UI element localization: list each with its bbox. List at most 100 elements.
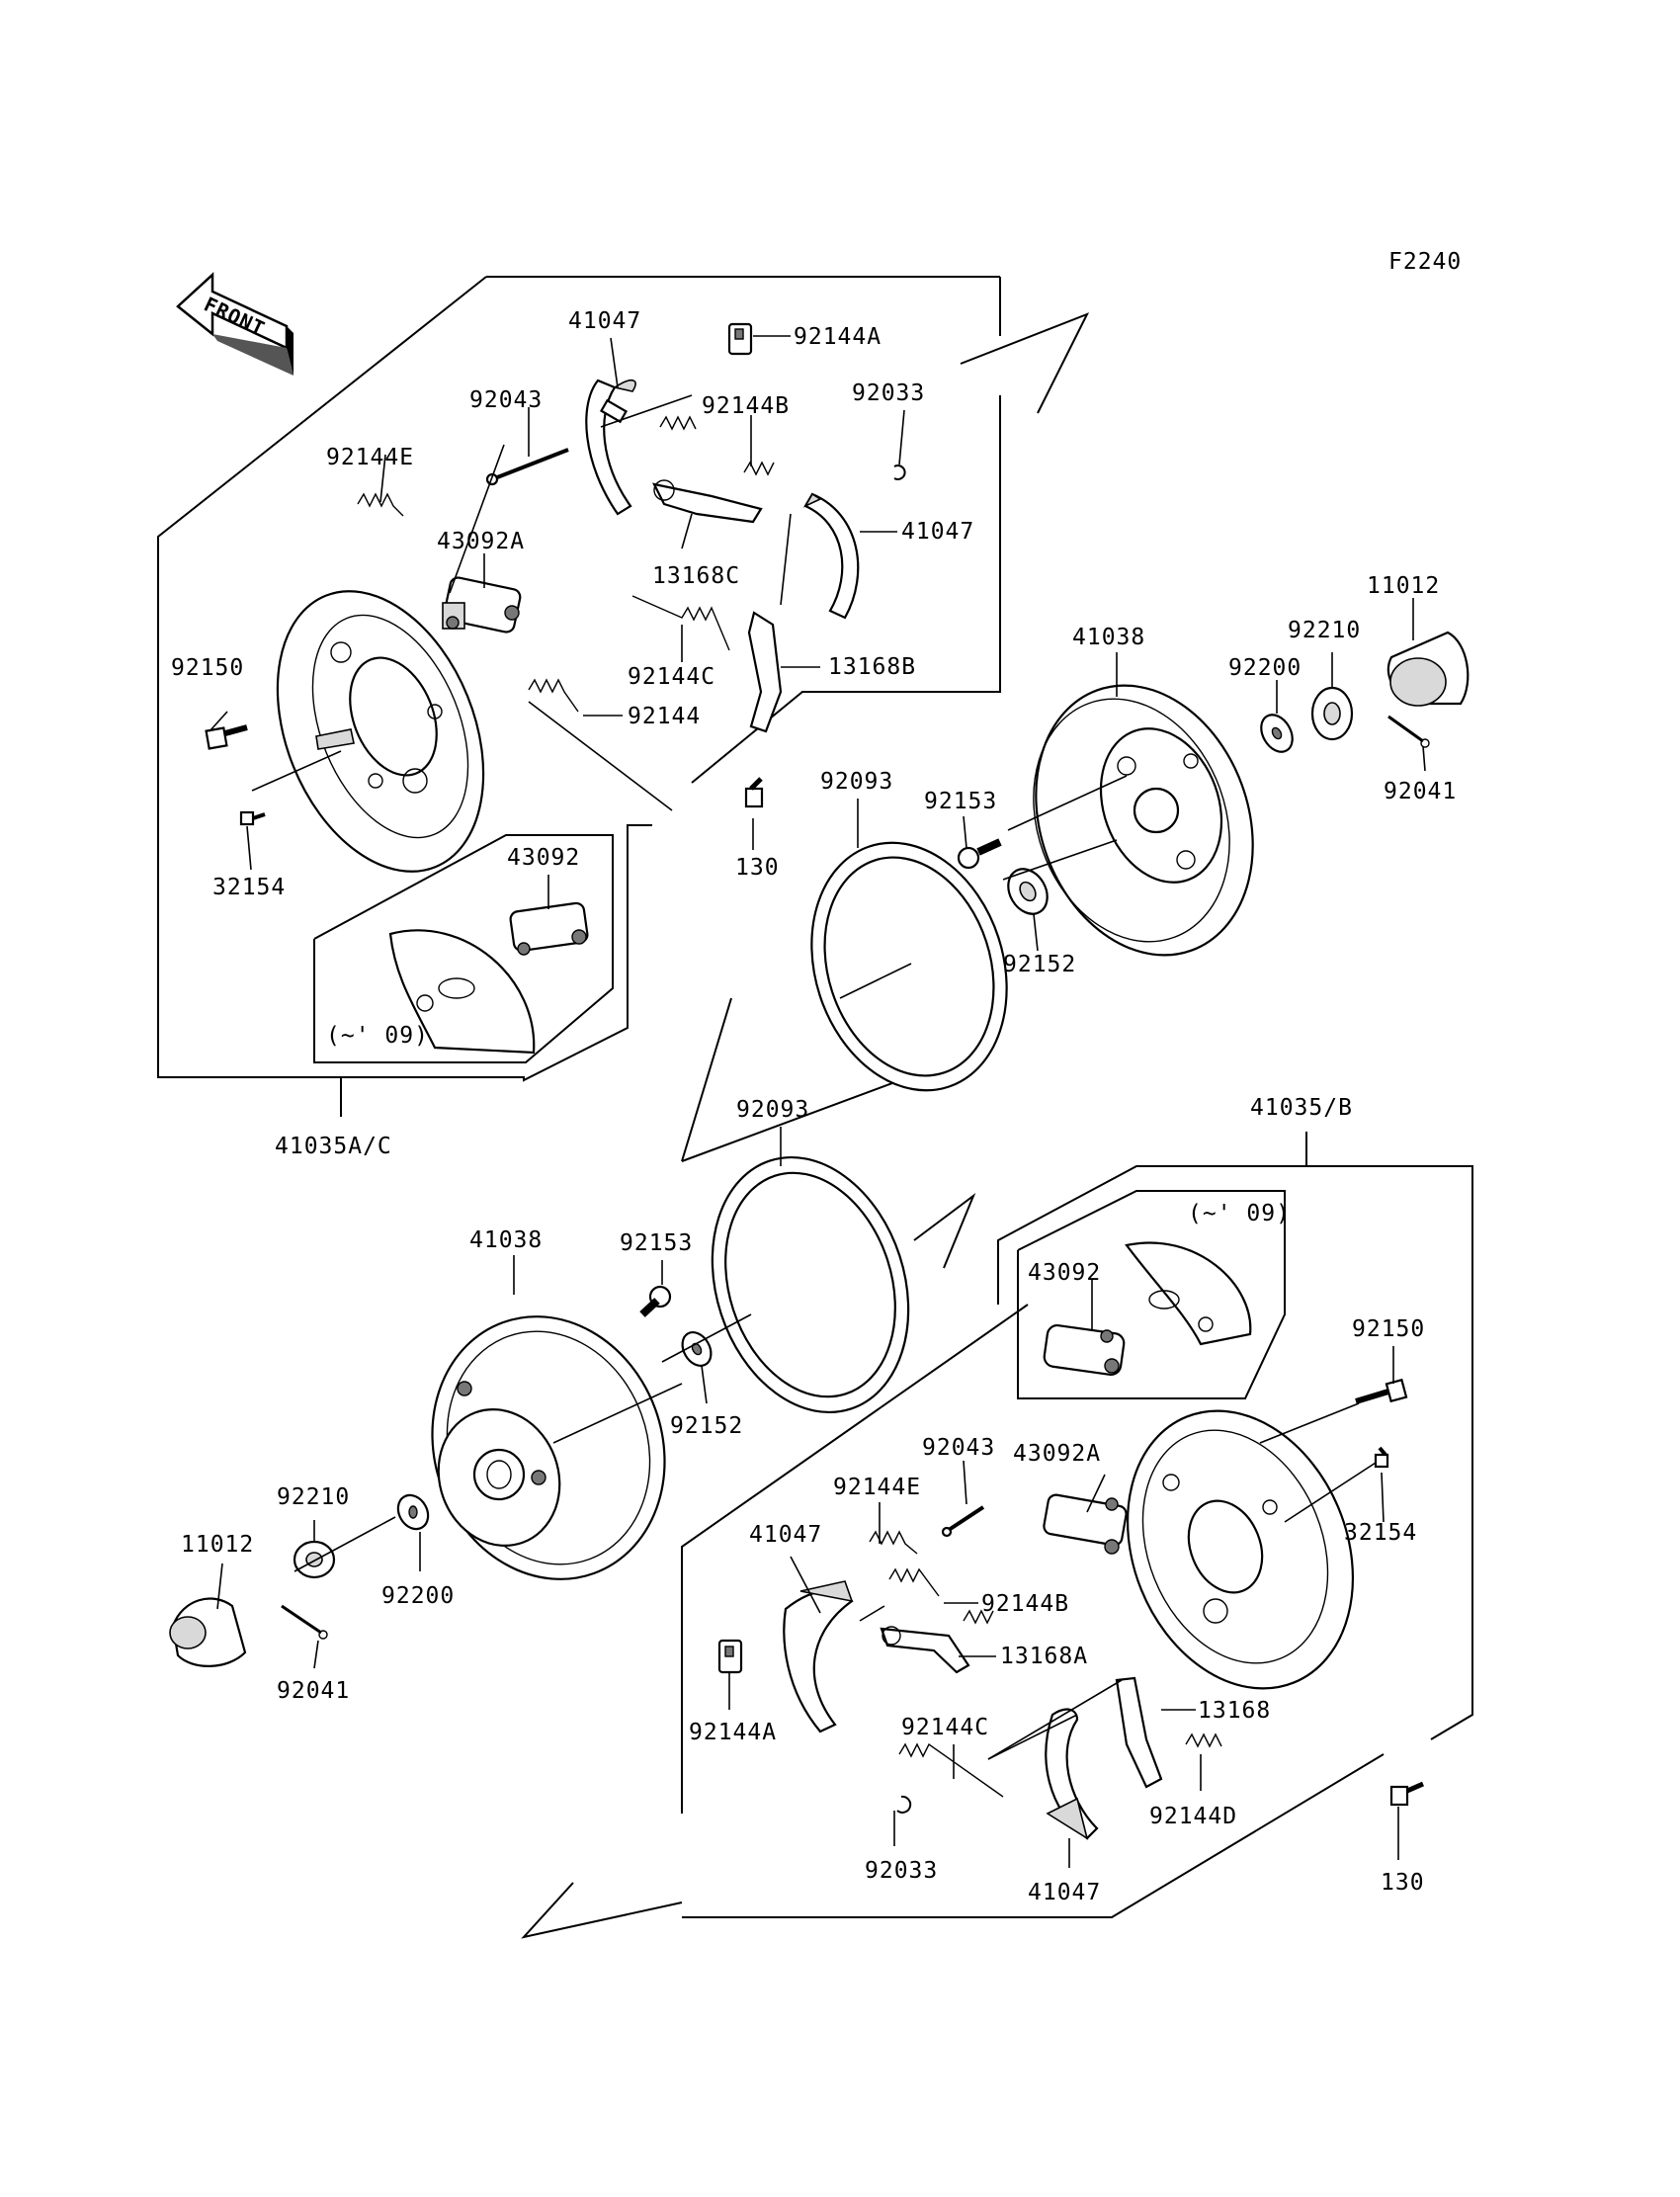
lower-variant-inset: (~' 09) [1017,1190,1291,1399]
upper-variant-inset: (~' 09) [313,834,614,1063]
label-92093-lower: 92093 [736,1097,809,1123]
label-13168C-upper: 13168C [652,563,740,589]
label-32154-upper: 32154 [212,875,286,900]
leader-lines [209,335,1426,1868]
wheel-cylinder-43092A-upper [442,576,522,634]
backing-plate-upper [276,590,485,873]
label-41047-lower-b: 41047 [1028,1880,1101,1905]
brake-shoe-41047-upper-a [585,379,636,516]
lower-assembly-outline [521,1132,1473,1939]
label-92152-lower: 92152 [670,1413,743,1439]
label-41038-lower: 41038 [469,1227,543,1253]
label-13168-lower: 13168 [1198,1698,1271,1724]
spring-92144B-lower [888,1567,994,1625]
bolt-92153-lower [639,1285,672,1317]
label-32154-lower: 32154 [1344,1520,1417,1546]
label-92200-upper: 92200 [1228,655,1302,681]
inset-plate-upper [388,929,536,1055]
label-92150-upper: 92150 [171,655,244,681]
part-labels: 41047 92144A 92043 92144B 92033 92144E 4… [171,308,1457,1905]
lever-13168B-upper [747,611,783,733]
washer-92152-lower [681,1331,713,1367]
spring-92144E-lower [869,1530,918,1555]
label-92144E-lower: 92144E [833,1475,921,1500]
label-92153-lower: 92153 [620,1230,693,1256]
label-92144D-lower: 92144D [1149,1804,1237,1829]
lower-variant-note: (~' 09) [1188,1201,1291,1226]
spring-92144B-upper [659,415,775,476]
seal-92093-upper [810,841,1008,1092]
label-11012-upper: 11012 [1367,573,1440,599]
label-92144B-upper: 92144B [702,393,790,419]
label-92144B-lower: 92144B [981,1591,1069,1617]
lever-13168A-lower [880,1626,970,1674]
label-92033-lower: 92033 [865,1858,938,1884]
nipple-32154-upper [239,810,266,826]
brake-shoe-41047-lower-b [1045,1708,1099,1840]
clip-92144A-upper [727,322,753,356]
nut-92210-lower [293,1540,336,1579]
label-41038-upper: 41038 [1072,625,1145,650]
label-92153-upper: 92153 [924,789,997,814]
label-92144E-upper: 92144E [326,445,414,470]
washer-92200-lower [396,1493,430,1531]
label-130-lower: 130 [1381,1870,1425,1896]
bolt-92153-upper [957,838,1002,870]
brake-shoe-41047-upper-b [803,492,860,620]
bolt-92150-upper [205,724,248,750]
backing-plate-lower [1126,1409,1355,1690]
brake-shoe-41047-lower-a [783,1580,854,1733]
inset-plate-lower [1125,1241,1252,1346]
brake-drum-41038-lower [431,1315,666,1580]
label-13168A-lower: 13168A [1000,1644,1088,1669]
label-130-upper: 130 [735,855,780,881]
label-92041-upper: 92041 [1384,779,1457,804]
label-43092A-lower: 43092A [1013,1441,1101,1467]
label-92144C-lower: 92144C [901,1715,989,1740]
brake-drum-41038-upper [1033,684,1254,957]
cotter-pin-92041-lower [281,1604,328,1640]
cotter-pin-92041-upper [1387,715,1430,748]
label-92144-upper: 92144 [628,704,701,729]
label-92041-lower: 92041 [277,1678,350,1704]
label-41047-upper-b: 41047 [901,519,974,545]
bolt-130-upper [744,777,764,808]
front-arrow-icon: FRONT [176,272,294,376]
bolt-130-lower [1389,1781,1425,1807]
label-92150-lower: 92150 [1352,1316,1425,1342]
cap-11012-lower [169,1597,247,1667]
label-43092-upper: 43092 [507,845,580,871]
eclip-92033-upper [893,465,906,480]
eclip-92033-lower [896,1795,912,1814]
label-92144C-upper: 92144C [628,664,715,690]
wheel-cylinder-43092A-lower [1043,1493,1128,1555]
label-92033-upper: 92033 [852,380,925,406]
label-92043-upper: 92043 [469,387,543,413]
label-92210-lower: 92210 [277,1484,350,1510]
label-92144A-upper: 92144A [794,324,882,350]
cap-11012-upper [1386,631,1470,707]
spring-92144E-upper [357,492,404,517]
label-92210-upper: 92210 [1288,618,1361,643]
label-11012-lower: 11012 [181,1532,254,1558]
washer-92152-upper [1007,868,1049,915]
upper-assembly-outline [157,276,1090,1162]
lever-13168-lower [1115,1676,1163,1789]
label-assembly-lower: 41035/B [1250,1095,1353,1121]
label-assembly-upper: 41035A/C [275,1134,392,1159]
label-41047-lower-a: 41047 [749,1522,822,1548]
nut-92210-upper [1310,686,1354,741]
spring-92144C-lower [898,1742,1004,1798]
lever-13168C-upper [652,479,763,524]
spring-92144C-upper [631,595,730,651]
label-92144A-lower: 92144A [689,1720,777,1745]
bolt-92150-lower [1355,1378,1408,1404]
clip-92144A-lower [717,1639,743,1674]
spring-92144D-lower [1185,1732,1222,1748]
pin-92043-upper [485,448,569,486]
label-92093-upper: 92093 [820,769,893,795]
pin-92043-lower [941,1505,985,1538]
nipple-32154-lower [1374,1446,1389,1469]
figure-code: F2240 [1388,249,1462,275]
